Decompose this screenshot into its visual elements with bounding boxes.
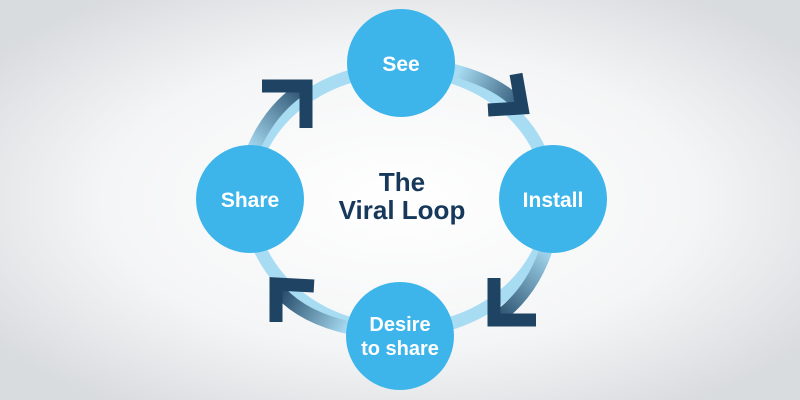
node-see: See [347, 9, 455, 117]
node-desire-circle [346, 282, 454, 390]
diagram-title-line2: Viral Loop [339, 195, 466, 225]
node-share-label: Share [221, 189, 279, 212]
node-share: Share [196, 145, 304, 253]
node-install-circle [499, 145, 607, 253]
node-see-circle [347, 9, 455, 117]
arrow-desire-to-share [269, 277, 352, 335]
node-desire-label-line2: to share [361, 338, 439, 360]
arrow-install-to-desire [487, 247, 553, 327]
diagram-title-line1: The [379, 167, 425, 197]
node-install: Install [499, 145, 607, 253]
node-desire-label-line1: Desire [369, 314, 430, 336]
node-share-circle [196, 145, 304, 253]
arrow-share-to-see [245, 79, 313, 155]
node-install-label: Install [523, 189, 584, 212]
node-desire-to-share: Desire to share [346, 282, 454, 390]
node-see-label: See [382, 53, 419, 76]
arrow-see-to-install [450, 63, 530, 117]
